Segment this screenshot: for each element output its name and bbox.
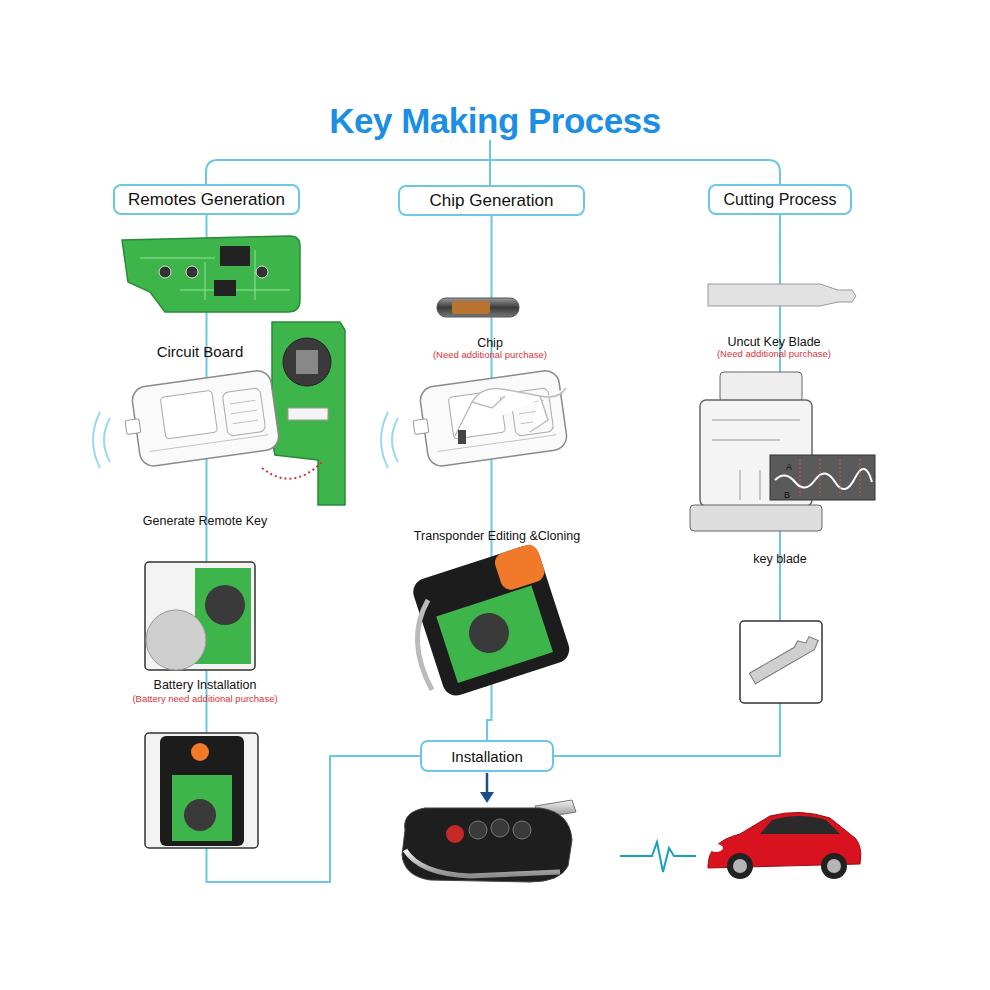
photo-frame <box>145 562 255 670</box>
transponder-chip <box>437 298 519 317</box>
battery-holder <box>464 608 514 658</box>
fob-button <box>513 821 531 839</box>
circuit-board <box>272 322 345 505</box>
circuit-board <box>436 586 553 683</box>
key-programmer <box>121 369 281 469</box>
inserted-chip <box>458 430 466 444</box>
flip-key-button <box>492 542 547 592</box>
circuit-board <box>172 775 232 841</box>
part-label: (Battery need additional purchase) <box>105 694 305 705</box>
battery-holder <box>283 338 331 386</box>
coin-battery <box>146 610 206 670</box>
car-rim <box>733 859 747 873</box>
step-label: Remotes Generation <box>128 190 285 210</box>
machine-base <box>690 505 822 531</box>
car-wheel <box>727 853 753 879</box>
key-programmer <box>409 369 569 469</box>
part-label: Generate Remote Key <box>110 514 300 528</box>
part-label: Circuit Board <box>120 343 280 360</box>
board-button <box>256 266 268 278</box>
step-box: Installation <box>420 740 554 772</box>
remote-shell <box>160 736 244 846</box>
battery-contact <box>296 350 318 374</box>
key-ring <box>417 600 432 690</box>
title-bracket <box>206 140 780 185</box>
car-rim <box>827 859 841 873</box>
signal-pulse <box>620 842 696 872</box>
uncut-key-blade <box>708 284 856 306</box>
ic-chip <box>214 280 236 296</box>
step-label: Cutting Process <box>724 191 837 209</box>
part-label: Battery Installation <box>115 678 295 692</box>
part-label: A <box>782 462 796 472</box>
part-label: (Need additional purchase) <box>684 349 864 360</box>
flip-key-body <box>410 542 573 699</box>
circuit-board <box>122 236 300 312</box>
signal-waves <box>93 412 398 468</box>
board-trace <box>140 250 290 300</box>
part-label: Uncut Key Blade <box>694 335 854 349</box>
key-profile-inset <box>770 455 875 500</box>
step-box: Chip Generation <box>398 185 585 216</box>
install-arrow <box>486 773 489 794</box>
ic-chip <box>220 246 250 266</box>
board-connector <box>288 408 328 420</box>
fob-chrome-trim <box>405 850 560 876</box>
cut-key-blade <box>747 632 821 684</box>
install-arrow-head <box>480 792 494 803</box>
remote-button <box>191 743 209 761</box>
step-label: Installation <box>451 748 523 765</box>
part-label: Transponder Editing &Cloning <box>382 529 612 543</box>
hand-sketch <box>455 388 566 436</box>
step-box: Cutting Process <box>708 184 852 215</box>
step-label: Chip Generation <box>430 191 554 211</box>
car-headlight <box>709 844 723 852</box>
machine-top <box>720 372 802 402</box>
board-button <box>159 266 171 278</box>
part-label: (Need additional purchase) <box>400 350 580 361</box>
key-fob <box>402 808 572 882</box>
car-window <box>760 816 840 834</box>
fob-button <box>491 819 509 837</box>
diagram-title: Key Making Process <box>0 101 990 141</box>
part-label: B <box>780 490 794 500</box>
part-label: Chip <box>430 336 550 350</box>
photo-frame <box>740 621 822 703</box>
step-box: Remotes Generation <box>113 184 300 215</box>
chip-coil <box>452 301 490 314</box>
dotted-link <box>262 462 322 479</box>
battery-holder <box>205 585 245 625</box>
photo-frame <box>145 733 258 848</box>
car-wheel <box>821 853 847 879</box>
cut-guide <box>800 459 860 496</box>
fob-button <box>469 821 487 839</box>
board-button <box>186 266 198 278</box>
battery-holder <box>184 799 216 831</box>
part-label: key blade <box>720 552 840 566</box>
fob-button <box>446 825 464 843</box>
